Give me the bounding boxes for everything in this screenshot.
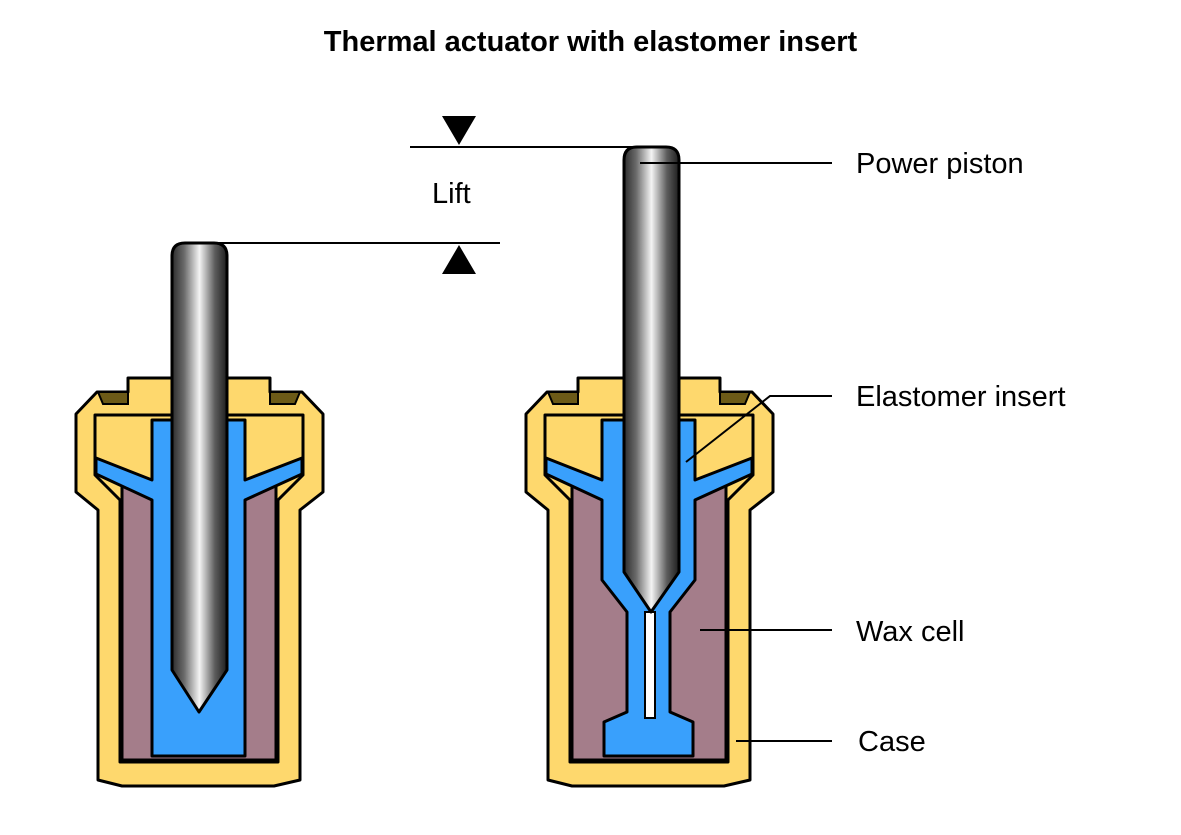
left-actuator xyxy=(74,241,325,788)
lift-arrow-down xyxy=(442,116,476,145)
label-case: Case xyxy=(858,726,926,758)
left-power-piston xyxy=(170,241,229,714)
right-seal-right xyxy=(719,391,752,405)
label-elastomer-insert: Elastomer insert xyxy=(856,381,1066,413)
label-power-piston: Power piston xyxy=(856,148,1024,180)
left-seal-right xyxy=(269,391,302,405)
right-power-piston xyxy=(622,145,681,614)
callouts: Power piston Elastomer insert Wax cell C… xyxy=(640,148,1066,758)
right-seal-left xyxy=(546,391,579,405)
right-actuator xyxy=(524,145,775,788)
callout-line-elastomer-insert xyxy=(685,395,832,463)
diagram-title: Thermal actuator with elastomer insert xyxy=(323,26,858,58)
lift-arrow-up xyxy=(442,245,476,274)
lift-dimension: Lift xyxy=(200,116,660,274)
left-seal-left xyxy=(96,391,129,405)
right-channel-slot xyxy=(644,611,656,719)
label-wax-cell: Wax cell xyxy=(856,616,965,648)
lift-label: Lift xyxy=(432,178,471,210)
